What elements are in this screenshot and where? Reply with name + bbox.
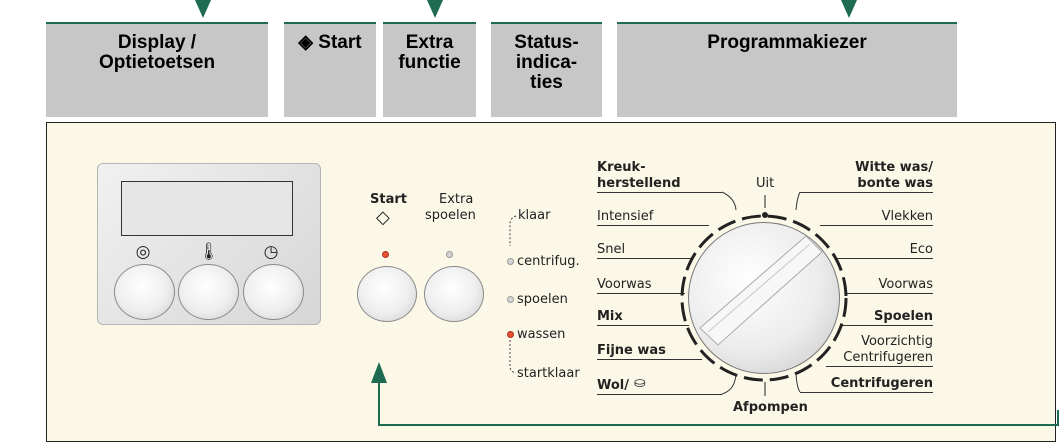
right-connector-bottom [795, 373, 801, 393]
overlay-graphics [371, 191, 1059, 426]
status-led-centrifug [507, 258, 514, 265]
status-bracket-bottom [509, 340, 517, 374]
program-voorzichtig-underline [826, 366, 933, 367]
program-snel: Snel [597, 242, 626, 257]
dial-tick-ring [680, 214, 848, 382]
header-programma-label: Programmakiezer [707, 32, 867, 53]
thermometer-icon: 🌡 [198, 242, 220, 262]
display-screen [121, 181, 293, 236]
left-connector-bottom [721, 373, 737, 395]
program-fijne-was-underline [597, 359, 702, 360]
program-witte-was-line2: bonte was [857, 176, 933, 191]
program-eco: Eco [909, 242, 933, 257]
status-startklaar: startklaar [517, 366, 580, 381]
start-icon: ◇ [376, 207, 390, 228]
program-voorwas-left: Voorwas [597, 277, 652, 292]
status-led-wassen [507, 331, 514, 338]
program-mix-underline [597, 325, 689, 326]
status-wassen: wassen [517, 327, 566, 342]
program-intensief: Intensief [597, 209, 654, 224]
header-display-label: Display /Optietoetsen [98, 32, 216, 73]
program-vlekken-underline [820, 225, 933, 226]
header-display: Display /Optietoetsen [46, 22, 268, 117]
start-label: Start [370, 192, 407, 207]
program-wol-underline [597, 394, 722, 395]
option-button-temperature[interactable] [178, 264, 239, 320]
pointer-arrow-extra [427, 0, 443, 18]
wool-handwash-icon: ⛀ [634, 375, 646, 391]
program-centrifugeren: Centrifugeren [830, 376, 933, 391]
program-wol: Wol/ [597, 378, 630, 393]
program-witte-was-underline [800, 192, 933, 193]
program-voorwas-right-underline [845, 293, 933, 294]
spin-icon: ◎ [135, 242, 151, 262]
status-spoelen: spoelen [517, 292, 568, 307]
program-voorzichtig-line1: Voorzichtig [861, 334, 933, 349]
status-led-spoelen [507, 296, 514, 303]
status-bracket-top [509, 215, 517, 246]
program-snel-underline [597, 258, 692, 259]
dial-grip-line [707, 243, 811, 333]
program-vlekken: Vlekken [881, 209, 933, 224]
pointer-arrow-programma [841, 0, 857, 18]
extra-spoelen-button[interactable] [424, 266, 484, 322]
header-status: Status-indica-ties [491, 22, 602, 117]
program-voorzichtig-line2: Centrifugeren [843, 350, 933, 365]
dial-marker-dot [762, 212, 768, 218]
program-spoelen-underline [842, 325, 933, 326]
right-connector-top [795, 191, 801, 211]
option-button-timer[interactable] [243, 264, 304, 320]
dial-grip [699, 235, 823, 346]
extra-led [446, 251, 453, 258]
program-spoelen: Spoelen [874, 309, 933, 324]
program-kreuk-line2: herstellend [597, 176, 681, 191]
pointer-line-start [378, 383, 1059, 426]
program-voorwas-left-underline [597, 293, 685, 294]
program-kreuk-line1: Kreuk- [597, 160, 646, 175]
program-intensief-underline [597, 225, 709, 226]
start-led [382, 251, 389, 258]
extra-label-line1: Extra [439, 192, 474, 207]
pointer-arrow-display [195, 0, 211, 18]
program-eco-underline [836, 258, 933, 259]
header-start: ◈ Start [284, 22, 376, 117]
program-afpompen: Afpompen [733, 400, 808, 415]
program-voorwas-right: Voorwas [878, 277, 933, 292]
status-centrifug: centrifug. [517, 254, 580, 269]
start-button[interactable] [357, 266, 417, 322]
program-uit: Uit [756, 176, 775, 191]
option-button-spin[interactable] [114, 264, 175, 320]
program-witte-was-line1: Witte was/ [855, 160, 933, 175]
program-centrifugeren-underline [800, 392, 933, 393]
header-start-label: ◈ Start [298, 32, 362, 53]
left-connector-top [721, 191, 737, 211]
header-status-label: Status-indica-ties [514, 32, 579, 93]
program-mix: Mix [597, 309, 623, 324]
program-kreuk-underline [597, 192, 722, 193]
pointer-arrow-start [371, 362, 387, 383]
header-programma: Programmakiezer [617, 22, 957, 117]
extra-label-line2: spoelen [425, 208, 476, 223]
status-klaar: klaar [518, 208, 551, 223]
program-fijne-was: Fijne was [597, 343, 666, 358]
clock-icon: ◷ [263, 242, 279, 262]
